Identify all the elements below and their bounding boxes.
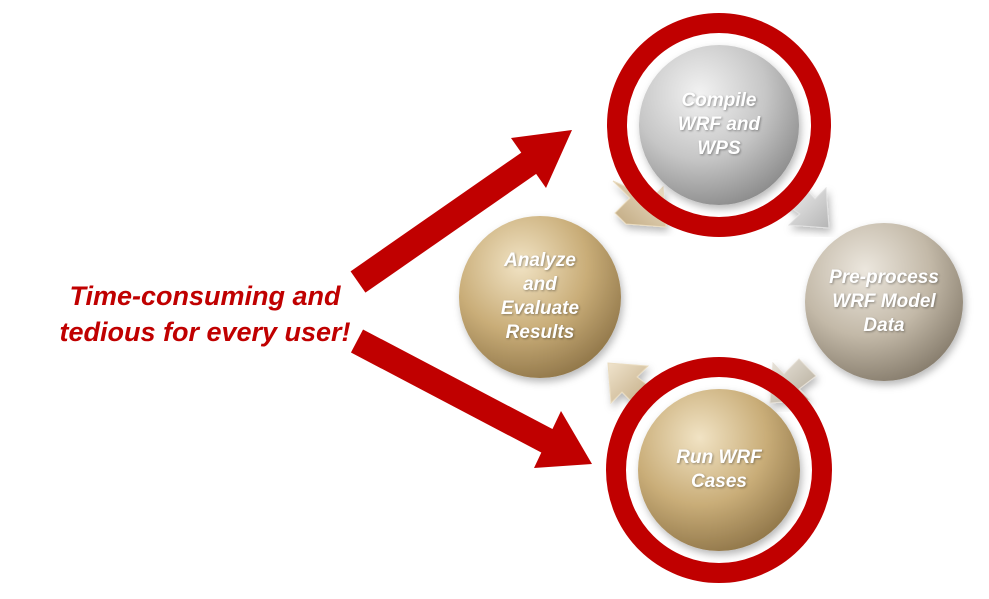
red-arrow-down <box>350 329 592 468</box>
node-preprocess-label: Pre-process WRF Model Data <box>804 222 964 382</box>
highlight-ring-compile <box>607 13 831 237</box>
node-label-line: Data <box>863 315 905 336</box>
node-label-line: Evaluate <box>500 298 580 319</box>
node-label-line: Cases <box>691 471 747 492</box>
callout-line: Time-consuming and <box>69 281 341 311</box>
node-label-line: Analyze <box>504 250 576 271</box>
node-circle-compile <box>639 45 799 205</box>
node-label-line: WPS <box>697 138 741 159</box>
node-run-label: Run WRF Cases <box>639 390 799 550</box>
node-label-line: Run WRF <box>676 447 762 468</box>
node-label-line: WRF and <box>677 114 761 135</box>
callout-line: tedious for every user! <box>59 317 351 347</box>
node-circle-preprocess <box>805 223 963 381</box>
red-arrow-up <box>350 130 572 293</box>
node-label-line: Pre-process <box>829 267 939 288</box>
node-label-line: WRF Model <box>832 291 936 312</box>
node-analyze-label: Analyze and Evaluate Results <box>460 217 620 377</box>
node-label-line: Compile <box>681 90 757 111</box>
node-compile-label: Compile WRF and WPS <box>639 45 799 205</box>
time-consuming-callout: Time-consuming and tedious for every use… <box>40 278 370 350</box>
node-label-line: Results <box>505 322 575 343</box>
node-circle-analyze <box>459 216 621 378</box>
node-circle-run <box>638 389 800 551</box>
highlight-ring-run <box>606 357 832 583</box>
node-label-line: and <box>523 274 557 295</box>
